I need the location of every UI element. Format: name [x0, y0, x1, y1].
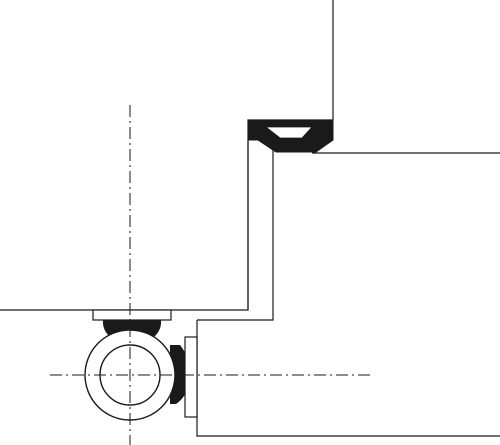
hinge-side-plate — [184, 336, 198, 418]
frame-outline — [0, 0, 334, 311]
rebate-line — [197, 140, 274, 321]
door-panel-outline — [196, 152, 500, 437]
seal-gasket-cavity — [264, 126, 313, 139]
hinge-mount-plate — [92, 309, 172, 321]
